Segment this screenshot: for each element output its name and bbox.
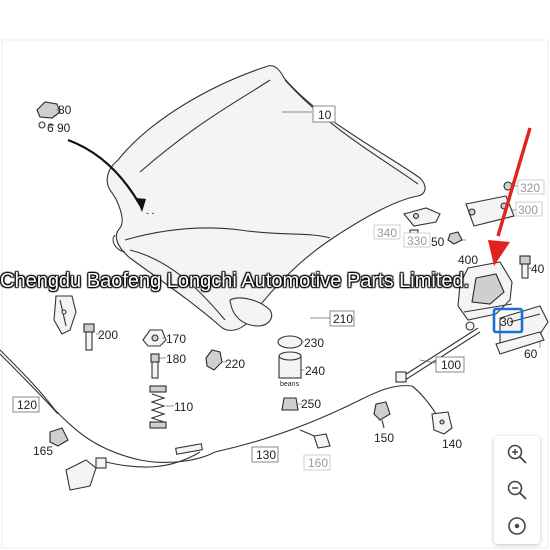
rod-end-100	[395, 371, 407, 383]
callout-130: 130	[251, 446, 279, 463]
callout-100: 100	[435, 356, 465, 373]
svg-text:170: 170	[166, 332, 186, 346]
reset-view-button[interactable]	[499, 510, 535, 542]
callout-30: 30	[500, 315, 514, 329]
bracket-part-140	[411, 385, 453, 435]
svg-text:220: 220	[225, 357, 245, 371]
callout-50: 50	[431, 235, 445, 249]
nut-part-50	[447, 231, 463, 245]
bumper-part-240	[278, 351, 302, 379]
callout-60: 60	[524, 347, 538, 361]
zoom-in-button[interactable]	[499, 438, 535, 470]
svg-text:10: 10	[318, 108, 332, 122]
clip-part-80	[36, 101, 61, 129]
svg-text:60: 60	[524, 347, 538, 361]
diagram-frame	[1, 39, 549, 549]
svg-text:130: 130	[256, 448, 276, 462]
svg-text:250: 250	[301, 397, 321, 411]
svg-text:110: 110	[174, 400, 193, 414]
bracket-part-170	[142, 329, 167, 347]
svg-text:50: 50	[431, 235, 445, 249]
svg-text:200: 200	[98, 328, 118, 342]
callout-320: 320	[517, 179, 545, 195]
callout-120: 120	[12, 396, 40, 413]
cable-housing-left	[65, 443, 203, 491]
release-cable-130	[214, 385, 413, 453]
target-icon	[508, 517, 526, 535]
release-handle-165	[49, 427, 69, 447]
callout-40: 40	[531, 262, 545, 276]
svg-text:300: 300	[518, 203, 538, 217]
svg-text:140: 140	[442, 437, 462, 451]
svg-text:80: 80	[58, 103, 72, 117]
clip-part-150	[373, 401, 391, 429]
callout-110: 110	[174, 400, 193, 414]
zoom-out-button[interactable]	[499, 474, 535, 506]
hood-panel	[106, 65, 426, 331]
svg-text:100: 100	[441, 358, 461, 372]
callout-250: 250	[301, 397, 321, 411]
callout-80: 80	[58, 103, 72, 117]
bolt-part-40	[519, 255, 531, 279]
svg-text:180: 180	[166, 352, 186, 366]
bracket-part-340	[403, 207, 441, 227]
leader-lines	[56, 109, 541, 407]
pointer-arrowhead-690	[136, 198, 146, 212]
highlight-box-30	[492, 307, 524, 334]
callout-200: 200	[98, 328, 118, 342]
bolt-part-200	[83, 323, 95, 351]
release-rod-100	[399, 327, 479, 379]
plug-part-250	[281, 397, 299, 411]
zoom-out-icon	[507, 480, 527, 500]
callout-340: 340	[373, 224, 401, 240]
callout-140: 140	[442, 437, 462, 451]
svg-text:230: 230	[304, 336, 324, 350]
svg-text:30: 30	[500, 315, 514, 329]
callout-230: 230	[304, 336, 324, 350]
callout-10: 10	[312, 105, 336, 123]
callout-300: 300	[515, 201, 543, 217]
red-pointer-arrow	[496, 127, 532, 237]
callout-690: 6 90	[47, 121, 71, 135]
svg-text:330: 330	[407, 234, 427, 248]
clip-part-220	[205, 349, 223, 371]
bolt-part-180	[150, 353, 160, 379]
callout-150: 150	[374, 431, 394, 445]
callout-165: 165	[33, 444, 53, 458]
grommet-part-230	[277, 335, 303, 349]
clip-part-160	[313, 433, 331, 449]
svg-text:320: 320	[520, 181, 540, 195]
left-hood-hinge	[53, 295, 77, 335]
svg-text:6 90: 6 90	[47, 121, 71, 135]
watermark-text: Chengdu Baofeng Longchi Automotive Parts…	[0, 270, 470, 292]
svg-text:210: 210	[333, 312, 353, 326]
callout-330: 330	[403, 232, 431, 248]
red-pointer-arrowhead	[488, 240, 510, 266]
callout-210: 210	[329, 310, 355, 327]
svg-text:40: 40	[531, 262, 545, 276]
pointer-arrow-690	[67, 138, 141, 206]
callout-180: 180	[166, 352, 186, 366]
svg-text:165: 165	[33, 444, 53, 458]
svg-text:240: 240	[305, 364, 325, 378]
zoom-controls	[494, 436, 540, 544]
bracket-part-60	[495, 331, 545, 355]
zoom-in-icon	[507, 444, 527, 464]
svg-text:120: 120	[17, 398, 37, 412]
hood-lock-assembly-30	[457, 261, 549, 347]
callout-240: 240	[305, 364, 325, 378]
svg-text:340: 340	[377, 226, 397, 240]
callout-160: 160	[303, 454, 331, 471]
callout-170: 170	[166, 332, 186, 346]
svg-text:160: 160	[308, 456, 328, 470]
callout-400: 400	[458, 253, 478, 267]
callout-220: 220	[225, 357, 245, 371]
hood-dash-mark: - -	[146, 208, 155, 218]
svg-text:150: 150	[374, 431, 394, 445]
svg-text:400: 400	[458, 253, 478, 267]
spring-part-110	[149, 385, 167, 429]
small-label: beans	[280, 381, 300, 388]
